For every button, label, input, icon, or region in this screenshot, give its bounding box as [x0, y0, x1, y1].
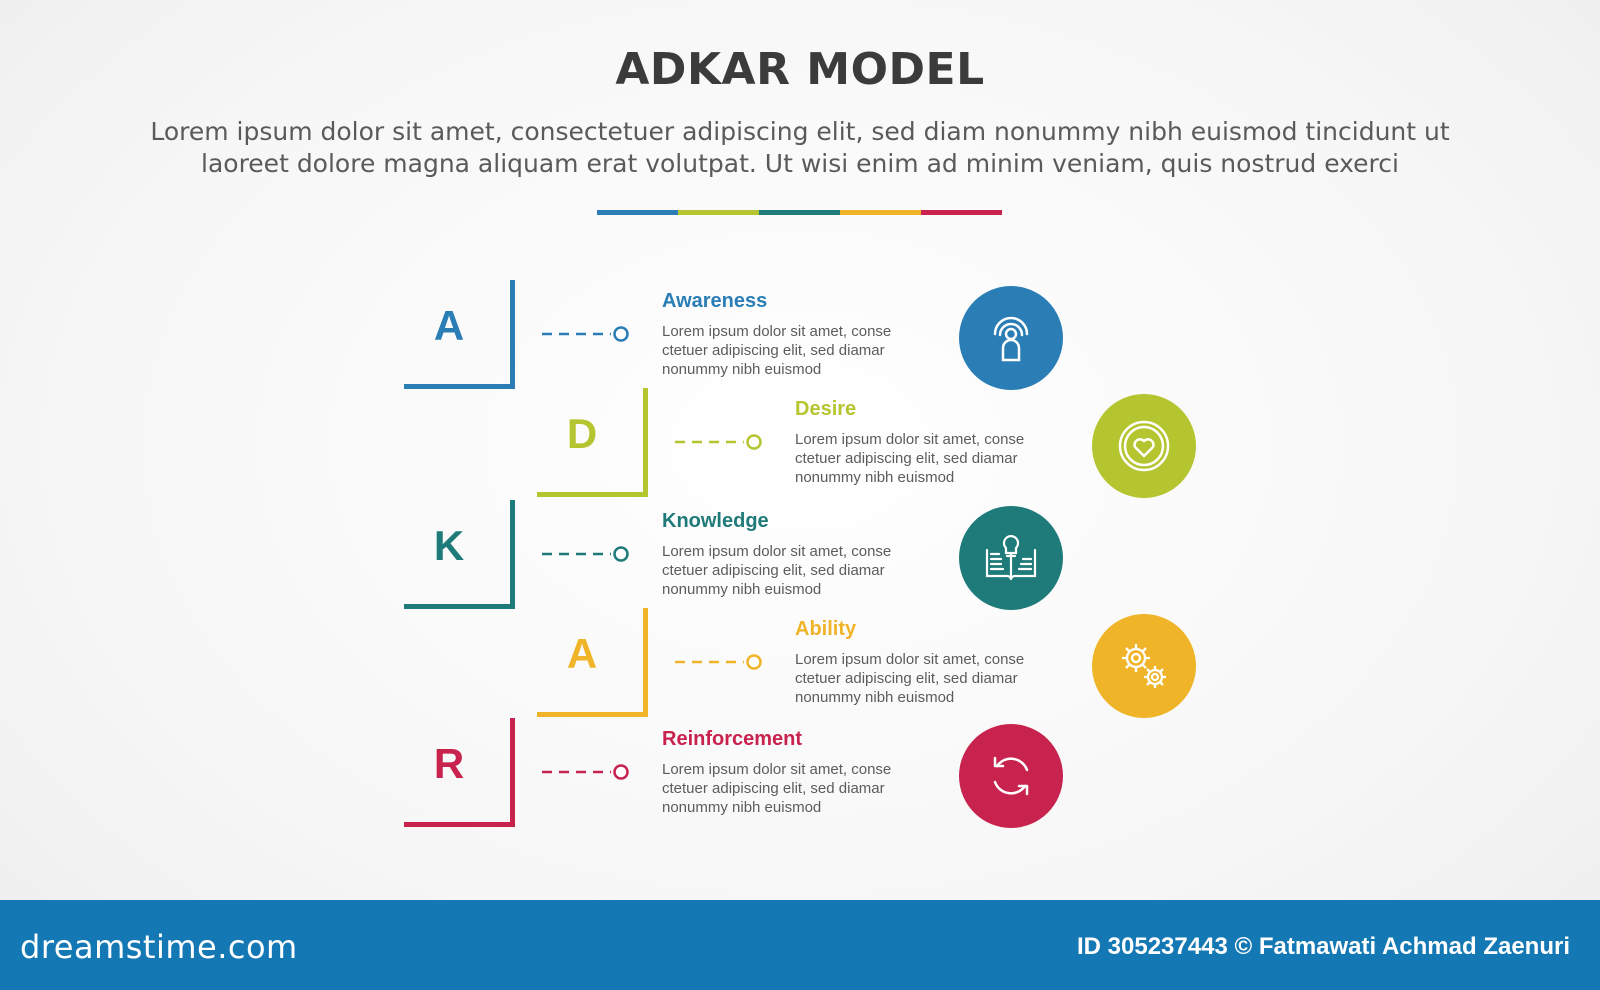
footer-bar: dreamstime.com ID 305237443 © Fatmawati … [0, 900, 1600, 990]
stage-icon-circle [1092, 614, 1196, 718]
stage-description-line: Lorem ipsum dolor sit amet, conse [795, 431, 1025, 448]
divider-segment [759, 210, 840, 215]
stage-title: Ability [795, 618, 857, 640]
stage-title: Desire [795, 398, 857, 420]
stage-description: Lorem ipsum dolor sit amet, conse ctetuer… [662, 542, 937, 599]
stage-letter: D [566, 410, 598, 457]
stage-title: Knowledge [662, 510, 769, 532]
stage-description-line: Lorem ipsum dolor sit amet, conse [795, 651, 1025, 668]
stage-description-line: Lorem ipsum dolor sit amet, conse [662, 761, 892, 778]
stage-title: Reinforcement [662, 728, 803, 750]
page-title: ADKAR MODEL [615, 44, 985, 95]
stage-description-line: nonummy nibh euismod [795, 469, 955, 486]
divider-segment [678, 210, 759, 215]
gears-icon [1114, 636, 1174, 696]
stage-description-line: ctetuer adipiscing elit, sed diamar [795, 450, 1018, 467]
stage-description-line: ctetuer adipiscing elit, sed diamar [795, 670, 1018, 687]
subtitle-line: Lorem ipsum dolor sit amet, consectetuer… [150, 117, 1450, 146]
dashed-connector [542, 326, 629, 342]
heart-icon [1114, 416, 1174, 476]
stage-description-line: nonummy nibh euismod [662, 361, 822, 378]
stage-description: Lorem ipsum dolor sit amet, conse ctetuer… [662, 760, 937, 817]
stage-description-line: nonummy nibh euismod [662, 799, 822, 816]
letter-bracket [537, 388, 648, 497]
color-divider [597, 210, 1002, 215]
subtitle: Lorem ipsum dolor sit amet, consectetuer… [80, 116, 1520, 180]
divider-segment [597, 210, 678, 215]
stage-description-line: ctetuer adipiscing elit, sed diamar [662, 562, 885, 579]
stage-icon-circle [1092, 394, 1196, 498]
brand-logo: dreamstime.com [20, 928, 298, 966]
stage-letter: K [433, 522, 465, 569]
stage-letter: R [433, 740, 465, 787]
divider-segment [840, 210, 921, 215]
image-credit: ID 305237443 © Fatmawati Achmad Zaenuri [1077, 933, 1570, 960]
stage-description-line: ctetuer adipiscing elit, sed diamar [662, 342, 885, 359]
stage-letter: A [433, 302, 465, 349]
letter-bracket [404, 718, 515, 827]
stage-description-line: nonummy nibh euismod [795, 689, 955, 706]
stage-description-line: Lorem ipsum dolor sit amet, conse [662, 543, 892, 560]
stage-description-line: ctetuer adipiscing elit, sed diamar [662, 780, 885, 797]
letter-bracket [537, 608, 648, 717]
stage-description-line: nonummy nibh euismod [662, 581, 822, 598]
dashed-connector [675, 434, 762, 450]
stage-title: Awareness [662, 290, 768, 312]
subtitle-line: laoreet dolore magna aliquam erat volutp… [201, 149, 1399, 178]
stage-description-line: Lorem ipsum dolor sit amet, conse [662, 323, 892, 340]
refresh-cycle-icon [981, 746, 1041, 806]
dashed-connector [542, 546, 629, 562]
divider-segment [921, 210, 1002, 215]
letter-bracket [404, 280, 515, 389]
stage-icon-circle [959, 724, 1063, 828]
book-lightbulb-icon [981, 528, 1041, 588]
podcast-person-icon [981, 308, 1041, 368]
stage-description: Lorem ipsum dolor sit amet, conse ctetuer… [662, 322, 937, 379]
stage-description: Lorem ipsum dolor sit amet, conse ctetuer… [795, 650, 1070, 707]
stage-icon-circle [959, 506, 1063, 610]
dashed-connector [675, 654, 762, 670]
stage-letter: A [566, 630, 598, 677]
letter-bracket [404, 500, 515, 609]
stage-description: Lorem ipsum dolor sit amet, conse ctetuer… [795, 430, 1070, 487]
stage-icon-circle [959, 286, 1063, 390]
dashed-connector [542, 764, 629, 780]
